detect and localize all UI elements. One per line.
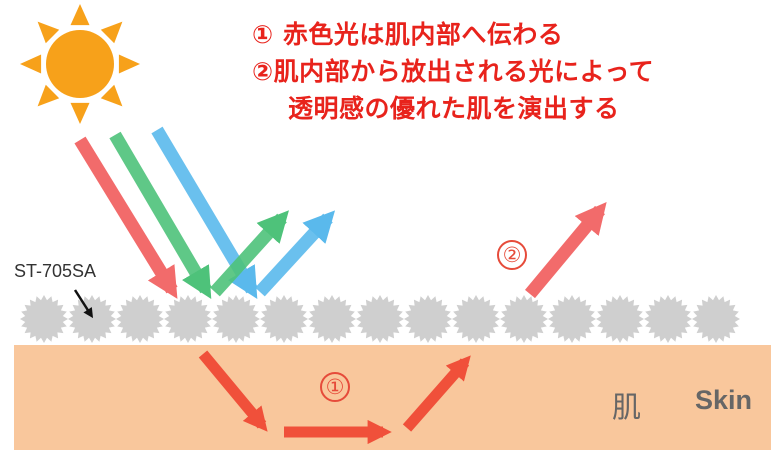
caption-line-2: ②肌内部から放出される光によって — [252, 57, 655, 86]
sun-rays — [20, 4, 140, 124]
green-light-reflected — [210, 210, 289, 297]
particle — [596, 295, 644, 343]
skin-label-jp: 肌 — [612, 390, 642, 424]
red-light-emitted — [525, 202, 607, 299]
particle — [356, 295, 404, 343]
incoming-rays — [74, 126, 258, 299]
particle-row — [20, 295, 740, 343]
sun-ray — [37, 84, 60, 107]
particle — [68, 295, 116, 343]
sun-ray — [37, 21, 60, 44]
sun-ray — [70, 102, 90, 124]
particle — [212, 295, 260, 343]
reflected-rays — [210, 202, 607, 299]
caption-block: ① 赤色光は肌内部へ伝わる ②肌内部から放出される光によって 透明感の優れた肌を… — [252, 16, 767, 127]
sun-icon — [20, 4, 140, 124]
sun-ray — [20, 54, 42, 74]
step-marker-2: ② — [497, 240, 527, 270]
sun-disc — [46, 30, 114, 98]
material-label: ST-705SA — [14, 261, 97, 281]
sun-ray — [118, 54, 140, 74]
particle — [692, 295, 740, 343]
skin-label-en: Skin — [695, 385, 753, 415]
skin-layer — [14, 345, 771, 450]
particle — [500, 295, 548, 343]
caption-line-1: ① 赤色光は肌内部へ伝わる — [252, 20, 564, 49]
skin-path-up — [402, 355, 471, 432]
sun-ray — [100, 21, 123, 44]
particle-pointer-arrow — [73, 289, 94, 319]
sun-ray — [70, 4, 90, 26]
sun-ray — [100, 84, 123, 107]
skin-path-down — [198, 350, 268, 432]
particle — [548, 295, 596, 343]
particle — [164, 295, 212, 343]
green-light-incoming — [109, 131, 212, 299]
skin-light-path — [198, 350, 471, 445]
particle — [308, 295, 356, 343]
particle — [452, 295, 500, 343]
particle — [644, 295, 692, 343]
particle — [260, 295, 308, 343]
red-light-incoming — [74, 136, 178, 299]
particle — [20, 295, 68, 343]
particle — [404, 295, 452, 343]
blue-light-reflected — [255, 210, 336, 297]
particle — [116, 295, 164, 343]
step-marker-1: ① — [320, 372, 350, 402]
caption-line-3: 透明感の優れた肌を演出する — [288, 94, 620, 123]
